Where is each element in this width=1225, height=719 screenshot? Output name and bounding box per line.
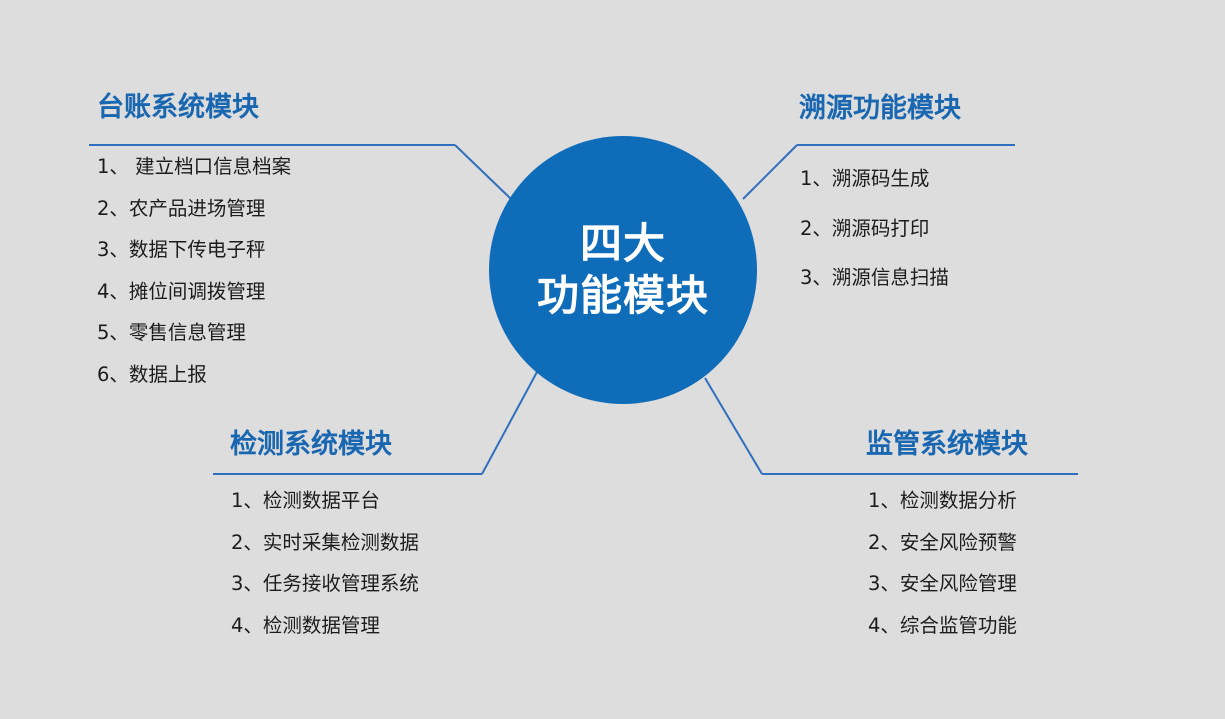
- monitor-module-title: 监管系统模块: [866, 429, 1028, 460]
- monitor-connector: [704, 377, 763, 475]
- center-title-line1: 四大: [579, 219, 666, 268]
- ledger-item: 1、 建立档口信息档案: [97, 155, 292, 178]
- trace-item: 3、溯源信息扫描: [800, 266, 949, 289]
- detect-item: 2、实时采集检测数据: [231, 530, 419, 554]
- ledger-item: 5、零售信息管理: [97, 321, 246, 344]
- detect-module-title: 检测系统模块: [230, 429, 392, 460]
- center-circle: 四大 功能模块: [489, 136, 757, 404]
- monitor-item: 1、检测数据分析: [868, 489, 1017, 512]
- ledger-item: 3、数据下传电子秤: [97, 238, 266, 261]
- trace-connector: [742, 144, 798, 200]
- monitor-item: 4、综合监管功能: [868, 613, 1017, 637]
- detect-item: 1、检测数据平台: [231, 489, 380, 512]
- detect-module-list: 1、检测数据平台 2、实时采集检测数据 3、任务接收管理系统 4、检测数据管理: [231, 489, 419, 655]
- monitor-item: 3、安全风险管理: [868, 572, 1017, 595]
- trace-module-list: 1、溯源码生成 2、溯源码打印 3、溯源信息扫描: [800, 167, 949, 316]
- monitor-module-list: 1、检测数据分析 2、安全风险预警 3、安全风险管理 4、综合监管功能: [868, 489, 1017, 655]
- detect-item: 4、检测数据管理: [231, 613, 380, 637]
- trace-module-title: 溯源功能模块: [799, 93, 961, 124]
- detect-connector: [481, 371, 538, 475]
- detect-item: 3、任务接收管理系统: [231, 572, 419, 595]
- ledger-module-list: 1、 建立档口信息档案 2、农产品进场管理 3、数据下传电子秤 4、摊位间调拨管…: [97, 155, 291, 404]
- trace-item: 2、溯源码打印: [800, 216, 930, 240]
- ledger-module-title: 台账系统模块: [97, 92, 259, 123]
- ledger-item: 4、摊位间调拨管理: [97, 279, 266, 303]
- ledger-item: 2、农产品进场管理: [97, 196, 266, 220]
- ledger-connector: [454, 144, 512, 200]
- center-title-line2: 功能模块: [536, 271, 709, 320]
- ledger-item: 6、数据上报: [97, 362, 207, 386]
- trace-item: 1、溯源码生成: [800, 167, 930, 190]
- monitor-item: 2、安全风险预警: [868, 530, 1017, 554]
